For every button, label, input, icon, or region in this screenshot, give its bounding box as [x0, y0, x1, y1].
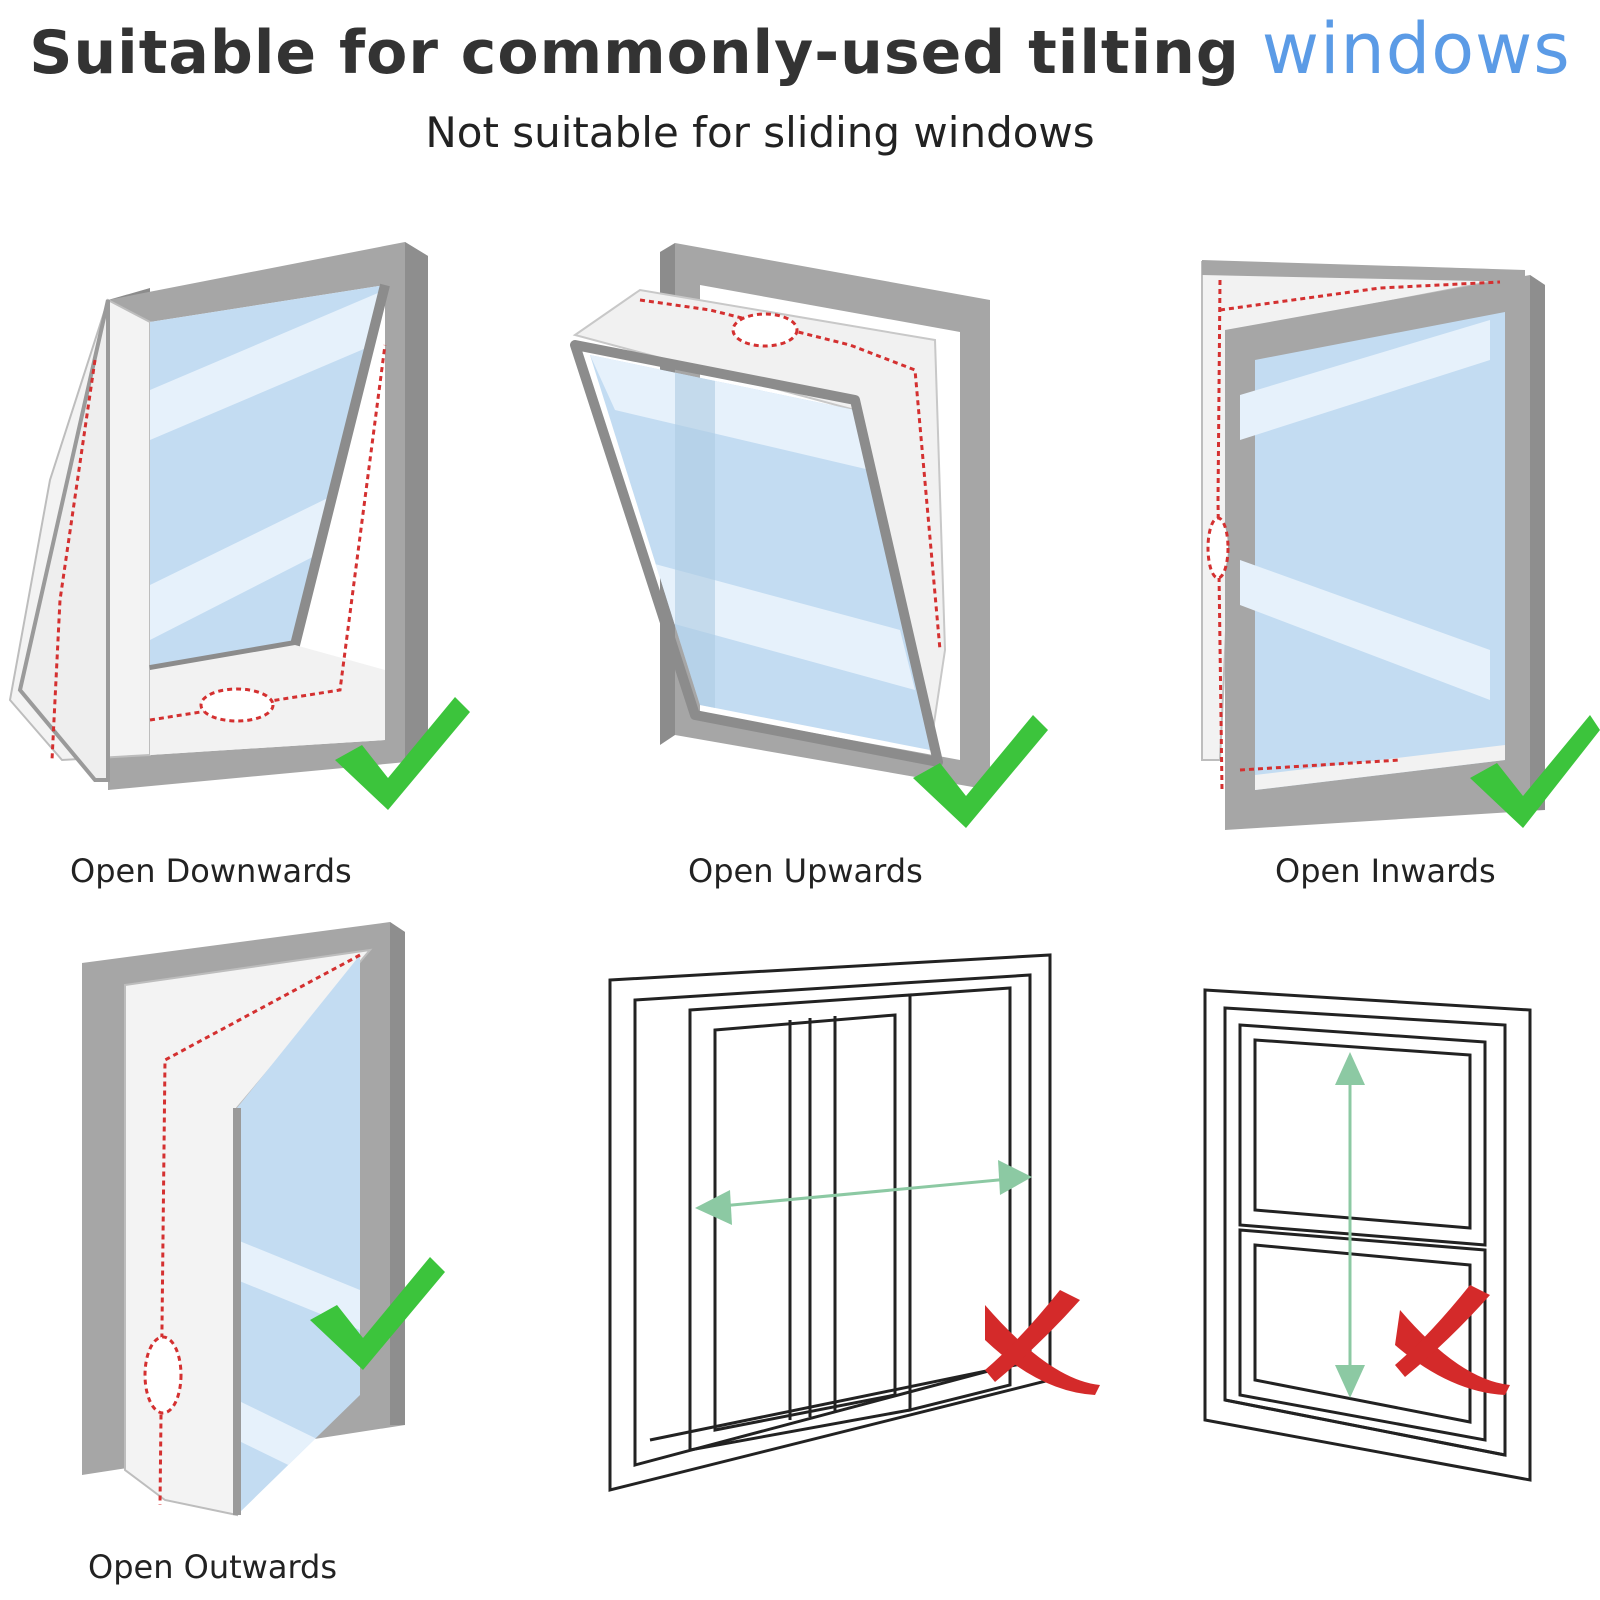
window-4-frame-edge — [390, 922, 405, 1425]
cross-icon — [1395, 1285, 1510, 1395]
window-6-frame-outer — [1203, 988, 1532, 1482]
window-3-back-frame-top — [1202, 260, 1525, 282]
sliding-window-vertical — [1203, 988, 1532, 1482]
window-3-glass-reflections — [1240, 320, 1490, 700]
label-open-outwards: Open Outwards — [88, 1548, 338, 1586]
window-1-frame-edge — [405, 242, 428, 760]
window-2-sash — [570, 340, 943, 767]
window-4-seal-line — [158, 953, 361, 1506]
sliding-window-horizontal — [608, 953, 1052, 1492]
window-open-inwards — [1201, 260, 1600, 830]
window-6-sash-bottom-inner — [1253, 1243, 1472, 1424]
window-5-sash-left — [688, 993, 912, 1452]
window-3-seal-line — [1216, 279, 1224, 791]
arrow-left-icon — [695, 1190, 732, 1225]
arrow-down-icon — [1335, 1365, 1365, 1398]
page-subtitle: Not suitable for sliding windows — [425, 108, 1095, 157]
window-5-sash-left-inner — [713, 1013, 897, 1432]
arrow-up-icon — [1335, 1052, 1365, 1085]
window-5-sash-right — [908, 986, 1012, 1412]
window-1-hose-hole — [199, 687, 275, 723]
window-open-upwards — [570, 243, 1048, 828]
label-open-inwards: Open Inwards — [1275, 852, 1496, 890]
arrow-right-icon — [998, 1160, 1032, 1195]
window-6-sash-bottom — [1238, 1228, 1487, 1442]
label-open-downwards: Open Downwards — [70, 852, 352, 890]
window-2-seal-line — [639, 298, 942, 651]
cross-icon — [985, 1290, 1100, 1395]
window-6-sash-top — [1238, 1023, 1487, 1247]
horizontal-arrow-line — [699, 1176, 1021, 1210]
check-icon — [1470, 715, 1600, 828]
window-3-seal-bottom — [1255, 745, 1505, 790]
window-6-sash-top-inner — [1253, 1038, 1472, 1230]
window-5-frame-inner — [633, 973, 1032, 1467]
check-icon — [913, 715, 1048, 828]
window-4-glass — [237, 955, 360, 1515]
title-accent: windows — [1261, 8, 1571, 90]
window-5-frame-outer — [608, 953, 1052, 1492]
window-open-outwards — [82, 922, 445, 1517]
window-3-hose-hole — [1206, 516, 1230, 580]
page-title: Suitable for commonly-used tilting windo… — [0, 8, 1600, 90]
label-open-upwards: Open Upwards — [688, 852, 923, 890]
check-icon — [310, 1257, 445, 1370]
window-4-hose-hole — [143, 1335, 183, 1415]
window-open-downwards — [8, 242, 470, 810]
window-2-hose-hole — [731, 312, 799, 348]
window-1-seal-left — [17, 299, 110, 782]
title-main: Suitable for commonly-used tilting — [29, 18, 1240, 88]
window-3-frame-edge — [1530, 275, 1545, 810]
check-icon — [335, 697, 470, 810]
